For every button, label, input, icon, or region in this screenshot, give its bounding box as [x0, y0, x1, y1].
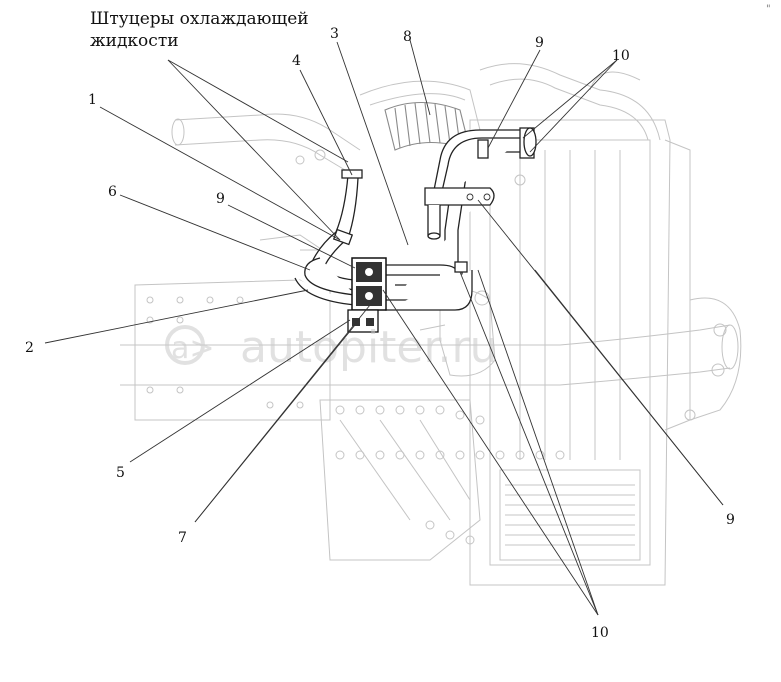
callout-8: 8 [403, 29, 412, 45]
callout-9-right: 9 [726, 512, 735, 528]
watermark-text: autopiter.ru [240, 322, 498, 373]
valve-block [347, 257, 387, 333]
callout-9-left: 9 [216, 191, 225, 207]
background-machinery [120, 63, 742, 586]
coolant-pipes [294, 127, 537, 311]
callout-5: 5 [116, 465, 125, 481]
watermark-logo-glyph: a> [171, 331, 215, 366]
callout-10-top: 10 [612, 48, 630, 64]
callout-4: 4 [292, 53, 301, 69]
callout-10-bottom: 10 [591, 625, 609, 641]
corner-mark: " [766, 4, 771, 15]
callout-9-top: 9 [535, 35, 544, 51]
heading-line-1: Штуцеры охлаждающей [90, 9, 309, 29]
callout-7: 7 [178, 530, 187, 546]
callout-1: 1 [88, 92, 97, 108]
heading-line-2: жидкости [90, 31, 179, 51]
callout-6: 6 [108, 184, 117, 200]
leader-lines [44, 39, 724, 616]
watermark: a> autopiter.ru [165, 322, 498, 373]
callout-2: 2 [25, 340, 34, 356]
callout-3: 3 [330, 26, 339, 42]
